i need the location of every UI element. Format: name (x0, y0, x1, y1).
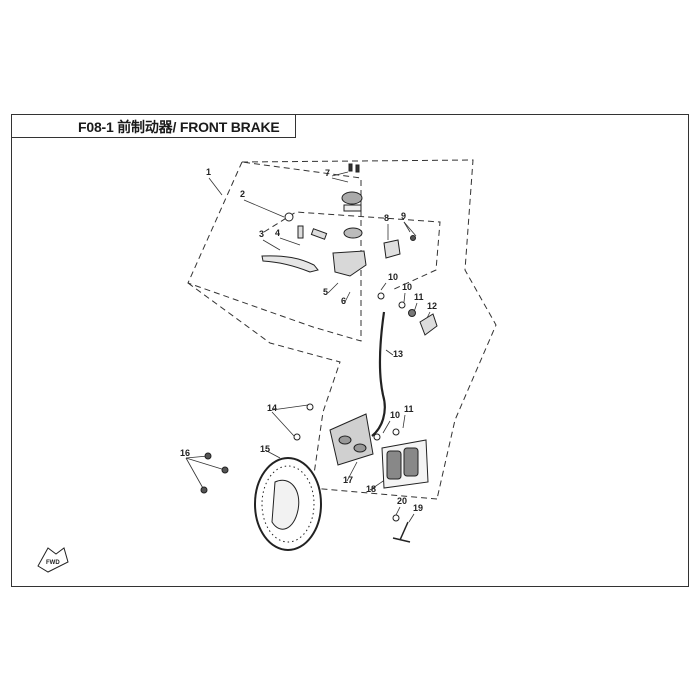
callout-number: 15 (260, 444, 270, 454)
callout-number: 18 (366, 484, 376, 494)
callout-number: 10 (390, 410, 400, 420)
callout-number: 4 (275, 228, 280, 238)
callout-number: 9 (401, 211, 406, 221)
callout-number: 3 (259, 229, 264, 239)
diagram-frame (11, 114, 689, 587)
callout-number: 20 (397, 496, 407, 506)
callout-number: 14 (267, 403, 277, 413)
callout-number: 17 (343, 475, 353, 485)
title-box (11, 114, 296, 138)
fwd-label: FWD (46, 560, 60, 566)
bleeder-screw (392, 514, 411, 543)
callout-number: 8 (384, 213, 389, 223)
callout-number: 11 (414, 292, 424, 302)
callout-number: 6 (341, 296, 346, 306)
callout-number: 11 (404, 404, 414, 414)
brake-disc (200, 452, 322, 551)
callout-number: 19 (413, 503, 423, 513)
master-cylinder (284, 163, 416, 277)
callout-number: 13 (393, 349, 403, 359)
callout-number: 16 (180, 448, 190, 458)
callout-number: 7 (325, 168, 330, 178)
fwd-arrow-icon: FWD (37, 547, 69, 573)
brake-hose-assembly (371, 292, 438, 441)
brake-lever (261, 255, 319, 273)
callout-number: 1 (206, 167, 211, 177)
callout-number: 10 (388, 272, 398, 282)
leader-lines (185, 171, 431, 523)
callout-number: 5 (323, 287, 328, 297)
callout-number: 12 (427, 301, 437, 311)
callout-number: 10 (402, 282, 412, 292)
brake-caliper (293, 403, 429, 489)
callout-number: 2 (240, 189, 245, 199)
page-title: F08-1 前制动器/ FRONT BRAKE (78, 119, 280, 135)
